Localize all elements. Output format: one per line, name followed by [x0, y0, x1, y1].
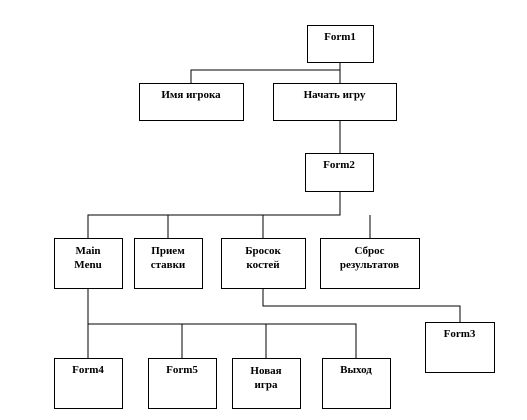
node-box [148, 358, 217, 409]
node-label: Начать игру [304, 89, 366, 101]
node-label: Form5 [166, 364, 198, 376]
node-box [139, 83, 244, 121]
node-form2: Form2 [305, 153, 374, 192]
node-label: Сброс [354, 245, 384, 257]
node-box [134, 238, 203, 289]
node-box [54, 358, 123, 409]
node-label: Form3 [444, 328, 476, 340]
node-box [221, 238, 306, 289]
node-box [322, 358, 391, 409]
node-label: Form2 [323, 159, 355, 171]
node-label: Новая [250, 365, 281, 377]
node-label: игра [255, 379, 278, 391]
connector-line [88, 323, 183, 358]
node-label: Main [75, 245, 100, 257]
node-label: Выход [340, 364, 372, 376]
node-roll-dice: Бросок костей [221, 238, 306, 289]
connector-line [262, 288, 461, 322]
node-label: костей [246, 259, 280, 271]
node-box [305, 153, 374, 192]
node-accept-bet: Прием ставки [134, 238, 203, 289]
node-label: Имя игрока [161, 89, 221, 101]
node-player-name: Имя игрока [139, 83, 244, 121]
node-box [307, 25, 374, 63]
node-box [54, 238, 123, 289]
connector-line [190, 62, 341, 83]
node-label: Form4 [72, 364, 104, 376]
node-box [320, 238, 420, 289]
node-box [425, 322, 495, 373]
node-box [232, 358, 301, 409]
node-exit: Выход [322, 358, 391, 409]
node-form3: Form3 [425, 322, 495, 373]
node-form5: Form5 [148, 358, 217, 409]
node-new-game: Новая игра [232, 358, 301, 409]
node-label: ставки [151, 259, 186, 271]
node-label: результатов [340, 259, 399, 271]
connector-line [266, 323, 357, 358]
connector-line [182, 323, 267, 358]
node-start-game: Начать игру [273, 83, 397, 121]
node-form4: Form4 [54, 358, 123, 409]
node-label: Form1 [324, 31, 356, 43]
node-reset-results: Сброс результатов [320, 238, 420, 289]
connector-line [87, 191, 341, 238]
node-label: Menu [74, 259, 102, 271]
node-label: Бросок [245, 245, 281, 257]
node-label: Прием [151, 245, 185, 257]
node-form1: Form1 [307, 25, 374, 63]
node-box [273, 83, 397, 121]
edges-layer [87, 62, 461, 358]
